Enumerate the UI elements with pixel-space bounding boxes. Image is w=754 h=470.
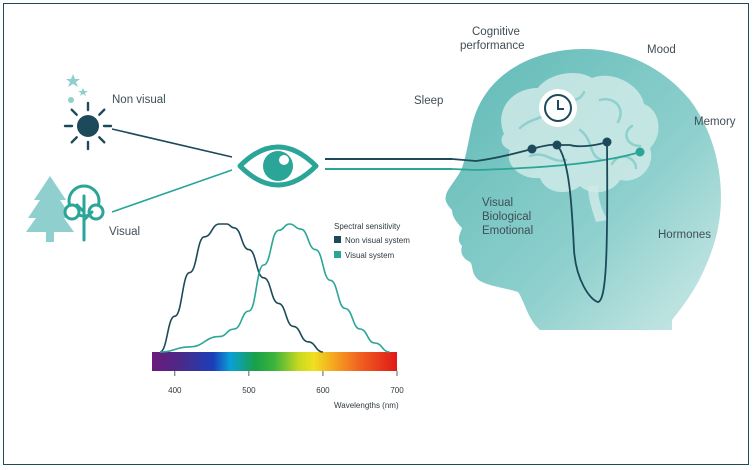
figure-frame bbox=[3, 3, 749, 465]
label-cognitive-1: Cognitive bbox=[472, 26, 520, 38]
label-visual: Visual bbox=[109, 226, 140, 238]
connector-visual bbox=[111, 169, 233, 213]
series-line-1 bbox=[159, 223, 390, 353]
node-memory bbox=[635, 147, 645, 157]
node-cognitive bbox=[552, 140, 562, 150]
spectrum-bar bbox=[152, 352, 397, 371]
label-sleep: Sleep bbox=[414, 95, 443, 107]
node-mood bbox=[602, 137, 612, 147]
head-brain-icon bbox=[445, 48, 721, 330]
nerve-non-visual bbox=[451, 141, 608, 162]
label-visual-bio-3: Emotional bbox=[482, 225, 533, 237]
legend-label-non-visual: Non visual system bbox=[345, 236, 410, 245]
x-tick-label-700: 700 bbox=[390, 386, 404, 395]
label-non-visual: Non visual bbox=[112, 94, 166, 106]
moon-sun-icon bbox=[47, 74, 113, 151]
nerve-visual bbox=[451, 151, 641, 171]
x-tick-label-600: 600 bbox=[316, 386, 330, 395]
spectral-chart: 400 500 600 700 Spectral sensitivity Non vi… bbox=[152, 222, 410, 410]
legend-swatch-visual bbox=[334, 251, 341, 258]
x-tick-label-400: 400 bbox=[168, 386, 182, 395]
chart-title: Spectral sensitivity bbox=[334, 222, 400, 231]
nerve-hormones bbox=[556, 141, 609, 303]
trees-icon bbox=[26, 176, 105, 242]
clock-icon bbox=[557, 100, 564, 110]
eye-icon bbox=[237, 144, 319, 188]
x-axis-label: Wavelengths (nm) bbox=[334, 401, 399, 410]
label-cognitive-2: performance bbox=[460, 40, 525, 52]
node-sleep bbox=[527, 144, 537, 154]
series-line-0 bbox=[159, 223, 324, 353]
label-hormones: Hormones bbox=[658, 229, 711, 241]
connector-non-visual bbox=[111, 128, 233, 158]
legend-label-visual: Visual system bbox=[345, 251, 395, 260]
legend-swatch-non-visual bbox=[334, 236, 341, 243]
label-memory: Memory bbox=[694, 116, 736, 128]
x-tick-label-500: 500 bbox=[242, 386, 256, 395]
label-visual-bio-2: Biological bbox=[482, 211, 531, 223]
label-mood: Mood bbox=[647, 44, 676, 56]
label-visual-bio-1: Visual bbox=[482, 197, 513, 209]
